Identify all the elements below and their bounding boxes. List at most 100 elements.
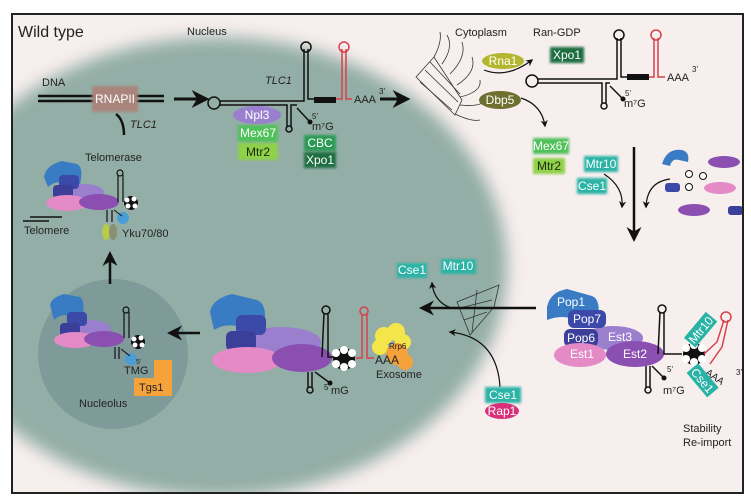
rna1-label: Rna1 — [489, 54, 518, 68]
telomerase-at-telomere: Telomerase Yku70/80 Telomere — [23, 152, 168, 240]
five-prime-tel-label: 5' — [667, 365, 673, 374]
rnapii-complex — [92, 86, 138, 112]
mtr10-bound-protein — [683, 311, 718, 348]
nucleus-label: Nucleus — [187, 26, 227, 38]
nuclear-export-factors: Npl3 Mex67 Mtr2 CBC Xpo1 — [233, 106, 336, 168]
mtr2-nuc-protein — [238, 143, 278, 160]
telomerase-label: Telomerase — [85, 152, 142, 164]
mex67-cyto-protein — [533, 138, 569, 154]
mtr10-cyto-protein — [584, 156, 618, 172]
reimport-label: Re-import — [683, 437, 731, 449]
three-prime-cyto-label: 3' — [692, 65, 698, 74]
cbc-label: CBC — [307, 136, 333, 150]
pop6-label: Pop6 — [567, 331, 595, 345]
five-prime-cyto-label: 5' — [625, 89, 631, 98]
npl3-protein — [233, 106, 281, 124]
nucleolus-telomerase: 5' Tgs1 TMG — [50, 294, 172, 396]
dbp5-protein — [479, 91, 521, 109]
aaa-label: AAA — [354, 94, 377, 106]
xpo1-cyto-label: Xpo1 — [553, 48, 581, 62]
cse1-rap-protein — [485, 387, 521, 403]
pop1-free — [662, 149, 689, 166]
pop6-protein — [564, 329, 598, 347]
cse1-bound-protein — [686, 363, 719, 398]
tmg-label: TMG — [124, 365, 148, 377]
mtr2-cyto-label: Mtr2 — [537, 159, 561, 173]
rnapii-label: RNAPII — [95, 92, 135, 106]
sm-ring — [682, 341, 706, 366]
cytoplasm-label: Cytoplasm — [455, 27, 507, 39]
cse1-import-protein — [397, 263, 427, 278]
est3-free — [678, 204, 710, 216]
cytoplasmic-tlc1-rna: AAA 3' 5' m⁷G — [525, 29, 698, 110]
tgs1-protein — [134, 378, 172, 396]
rap1-protein — [485, 403, 519, 419]
est2-free — [708, 156, 740, 168]
yku-label: Yku70/80 — [122, 228, 168, 240]
pop7-protein — [568, 310, 606, 328]
cse1-cyto-protein — [577, 178, 607, 194]
five-prime-label: 5' — [312, 112, 318, 121]
cse1-import-label: Cse1 — [398, 263, 426, 277]
dbp5-label: Dbp5 — [486, 93, 515, 107]
exosome-label: Exosome — [376, 369, 422, 381]
dna-label: DNA — [42, 77, 66, 89]
rna1-protein — [482, 53, 524, 69]
diagram-title: Wild type — [18, 24, 84, 41]
yku70-protein — [102, 224, 110, 240]
mtr10-import-label: Mtr10 — [443, 259, 474, 273]
five-prime-exo-label: 5' — [324, 383, 330, 392]
mex67-cyto-label: Mex67 — [533, 139, 569, 153]
cse1-cyto-label: Cse1 — [578, 179, 606, 193]
est1-label: Est1 — [570, 347, 594, 361]
cse1-rap-label: Cse1 — [489, 388, 517, 402]
cytoplasm-export: Ran-GDP Rna1 Xpo1 Dbp5 Mex67 Mtr2 — [479, 27, 584, 174]
aaa-cyto-label: AAA — [667, 72, 690, 84]
tlc1-rna-label: TLC1 — [265, 75, 292, 87]
dna-transcription: DNA RNAPII TLC1 — [38, 77, 210, 136]
telomere-label: Telomere — [24, 225, 69, 237]
cbc-protein — [304, 135, 336, 151]
npl3-label: Npl3 — [245, 108, 270, 122]
nucleolus-label: Nucleolus — [79, 398, 128, 410]
est1-free — [704, 182, 736, 194]
stability-label: Stability — [683, 423, 722, 435]
m7g-tel-label: m⁷G — [663, 385, 685, 397]
tlc1-gene-label: TLC1 — [130, 119, 157, 131]
xpo1-nuc-label: Xpo1 — [306, 153, 334, 167]
mex67-nuc-protein — [238, 125, 278, 142]
cytoplasmic-telomerase: Pop1 Est3 Pop7 Pop6 Est1 Est2 5' m⁷G AAA… — [547, 289, 742, 449]
xpo1-cyto-protein — [550, 47, 584, 63]
m7g-label: m⁷G — [312, 121, 334, 133]
xpo1-nuc-protein — [304, 152, 336, 168]
m7g-cyto-label: m⁷G — [624, 98, 646, 110]
nuclear-pore-top — [415, 31, 486, 121]
telomerase-biogenesis-diagram: Wild type Nucleus Cytoplasm Nucleolus DN… — [13, 24, 742, 492]
yku80-protein — [109, 224, 117, 240]
pop7-free — [728, 206, 742, 215]
mtr2-nuc-label: Mtr2 — [246, 145, 270, 159]
pop7-label: Pop7 — [573, 312, 601, 326]
mtr10-cyto-label: Mtr10 — [586, 157, 617, 171]
est2-label: Est2 — [623, 347, 647, 361]
m7g-exo-label: mG — [331, 385, 349, 397]
aaa-exo-label: AAA — [375, 353, 399, 367]
mtr10-import-protein — [441, 259, 476, 274]
assembly-components: Mtr10 Cse1 — [577, 147, 742, 242]
est3-label: Est3 — [608, 330, 632, 344]
rrp6-label: Rrp6 — [389, 342, 407, 351]
exosome-complex — [372, 323, 413, 370]
est2-protein — [606, 341, 664, 367]
tgs1-label: Tgs1 — [139, 382, 163, 394]
mex67-nuc-label: Mex67 — [240, 126, 276, 140]
est1-protein — [554, 343, 606, 367]
mtr2-cyto-protein — [533, 158, 565, 174]
nuclear-tlc1-rna: AAA 3' TLC1 5' m⁷G — [207, 41, 411, 133]
rap1-label: Rap1 — [488, 404, 517, 418]
pop6-free — [665, 183, 680, 192]
ran-gdp-label: Ran-GDP — [533, 27, 581, 39]
three-prime-tel-label: 3' — [736, 368, 742, 377]
three-prime-label: 3' — [379, 87, 385, 96]
pop1-label: Pop1 — [557, 295, 585, 309]
five-prime-nucleolus-label: 5' — [136, 359, 141, 366]
